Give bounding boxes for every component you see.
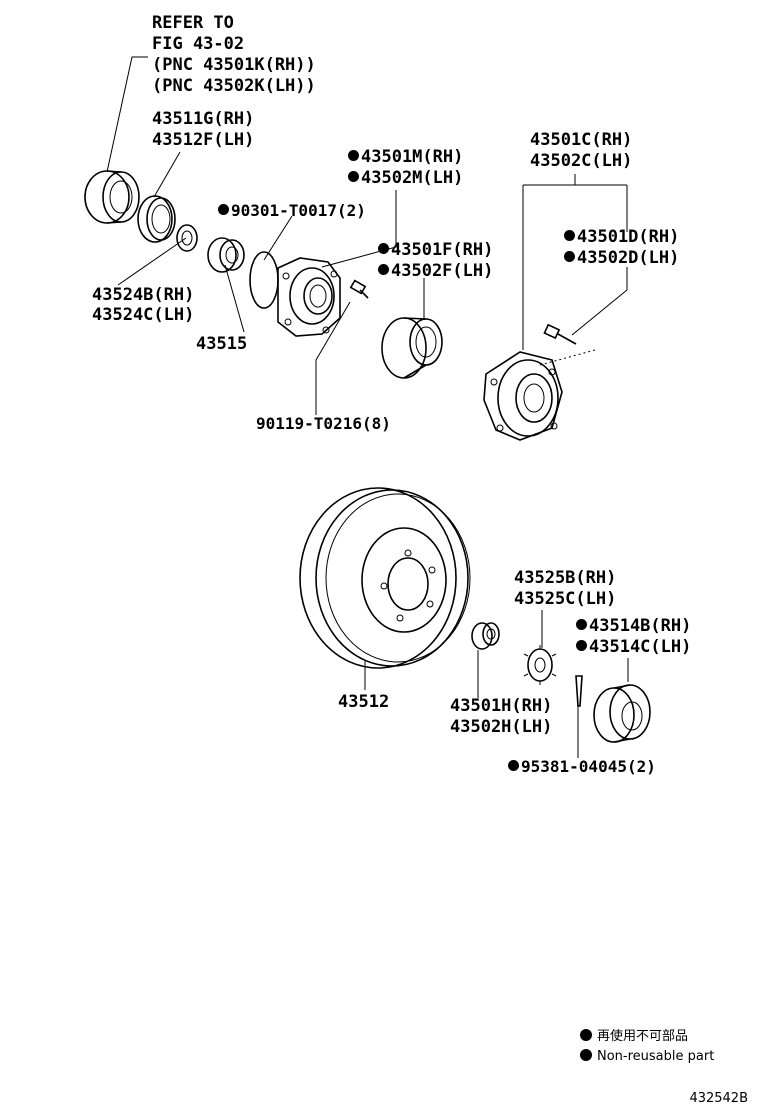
non-reusable-icon [580,1049,592,1061]
cotter-pin [575,675,583,707]
part-43501d[interactable]: 43501D(RH) [564,227,679,247]
part-43514c[interactable]: 43514C(LH) [576,637,691,657]
leader-lines [106,56,629,758]
part-43501h[interactable]: 43501H(RH) [450,696,553,716]
part-43515[interactable]: 43515 [196,334,248,354]
part-43501c[interactable]: 43501C(RH) [530,130,633,150]
hub-nut [471,622,500,650]
refer-line-4: (PNC 43502K(LH)) [152,76,316,96]
part-90119[interactable]: 90119-T0216(8) [256,414,391,433]
part-43514b[interactable]: 43514B(RH) [576,616,691,636]
o-ring [249,251,279,309]
non-reusable-icon [378,243,389,254]
part-43502c[interactable]: 43502C(LH) [530,151,633,171]
figure-number: 432542B [689,1091,748,1106]
refer-line-3: (PNC 43501K(RH)) [152,55,316,75]
front-axle-bearing [381,317,443,379]
refer-line-1: REFER TO [152,13,234,33]
part-43524c[interactable]: 43524C(LH) [92,305,195,325]
non-reusable-icon [576,640,587,651]
legend-english: Non-reusable part [580,1048,714,1066]
part-43502m[interactable]: 43502M(LH) [348,168,463,188]
inner-bearing [207,237,245,273]
part-43502f[interactable]: 43502F(LH) [378,261,493,281]
oil-seal [84,170,140,224]
refer-line-2: FIG 43-02 [152,34,245,54]
non-reusable-icon [218,204,229,215]
part-43502h[interactable]: 43502H(LH) [450,717,553,737]
non-reusable-icon [378,264,389,275]
hub-bolt [349,279,369,299]
part-90301[interactable]: 90301-T0017(2) [218,201,366,221]
part-43502d[interactable]: 43502D(LH) [564,248,679,268]
part-43501f[interactable]: 43501F(RH) [378,240,493,260]
lock-washer [523,645,557,685]
non-reusable-icon [564,230,575,241]
non-reusable-icon [564,251,575,262]
axle-hub [277,257,341,337]
non-reusable-icon [580,1029,592,1041]
hub-flange-bolt [543,323,577,345]
part-43512f[interactable]: 43512F(LH) [152,130,255,150]
legend-japanese: 再使用不可部品 [580,1028,688,1046]
non-reusable-icon [576,619,587,630]
non-reusable-icon [508,760,519,771]
non-reusable-icon [348,150,359,161]
non-reusable-icon [348,171,359,182]
part-43511g[interactable]: 43511G(RH) [152,109,255,129]
part-43525b[interactable]: 43525B(RH) [514,568,617,588]
brake-disc [299,487,471,669]
part-43512[interactable]: 43512 [338,692,390,712]
bearing-ring [137,195,176,243]
washer [176,224,198,252]
hub-cap [593,684,651,743]
part-43524b[interactable]: 43524B(RH) [92,285,195,305]
part-43501m[interactable]: 43501M(RH) [348,147,463,167]
part-95381[interactable]: 95381-04045(2) [508,757,656,777]
axle-hub-flange [483,351,563,441]
part-43525c[interactable]: 43525C(LH) [514,589,617,609]
